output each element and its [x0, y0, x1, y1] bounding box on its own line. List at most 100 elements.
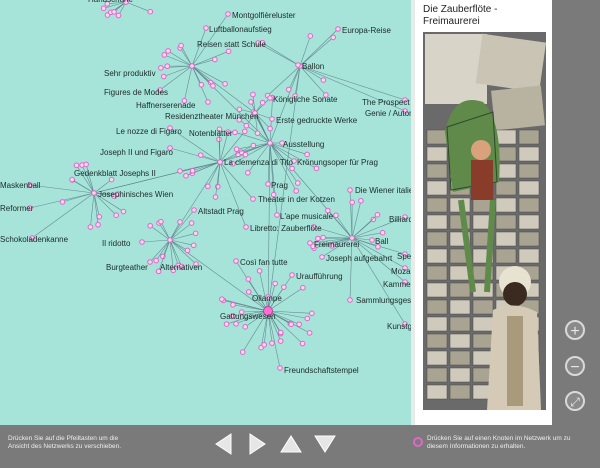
network-node[interactable]: [238, 309, 245, 315]
network-node[interactable]: [265, 294, 271, 300]
network-node[interactable]: [189, 63, 195, 69]
network-node[interactable]: [402, 97, 408, 103]
network-node[interactable]: [323, 92, 329, 98]
network-node[interactable]: [293, 188, 299, 194]
network-node[interactable]: [291, 158, 297, 164]
network-node[interactable]: [177, 219, 183, 225]
node-label[interactable]: Reformer: [0, 204, 34, 213]
network-node[interactable]: [229, 160, 236, 167]
network-node[interactable]: [212, 56, 218, 63]
network-node[interactable]: [239, 349, 246, 355]
network-node[interactable]: [375, 243, 381, 250]
network-node[interactable]: [281, 284, 287, 290]
network-node[interactable]: [167, 145, 173, 151]
node-label[interactable]: Libretto: Zauberflöte: [250, 224, 322, 233]
network-node[interactable]: [100, 5, 107, 12]
node-label[interactable]: Billiard: [389, 215, 411, 224]
network-node[interactable]: [27, 182, 33, 188]
network-node[interactable]: [252, 110, 258, 116]
network-node[interactable]: [245, 289, 252, 295]
node-label[interactable]: Alternativen: [160, 263, 203, 272]
network-node[interactable]: [233, 258, 239, 264]
network-node[interactable]: [402, 321, 408, 327]
network-node[interactable]: [198, 81, 205, 88]
network-node[interactable]: [95, 221, 101, 228]
network-node[interactable]: [167, 125, 173, 131]
node-label[interactable]: La clemenza di Tito: [224, 158, 293, 167]
pan-up-button[interactable]: [278, 431, 304, 457]
node-label[interactable]: Kammermu: [383, 280, 411, 289]
pan-down-button[interactable]: [312, 431, 338, 457]
node-label[interactable]: Joseph aufgebahrt: [326, 254, 393, 263]
node-label[interactable]: Reisen statt Schule: [197, 40, 266, 49]
fit-view-button[interactable]: ⤢: [565, 391, 585, 411]
network-node[interactable]: [197, 152, 204, 158]
network-node[interactable]: [184, 247, 191, 254]
network-node[interactable]: [300, 284, 306, 291]
node-label[interactable]: Schokoladenkanne: [0, 235, 69, 244]
network-node[interactable]: [292, 93, 298, 99]
network-node[interactable]: [265, 181, 271, 187]
network-node[interactable]: [192, 230, 199, 237]
network-node[interactable]: [236, 116, 243, 123]
network-node[interactable]: [73, 162, 80, 169]
node-label[interactable]: Europa-Reise: [342, 26, 391, 35]
network-node[interactable]: [313, 165, 320, 172]
network-node[interactable]: [277, 329, 284, 336]
network-node[interactable]: [272, 280, 278, 287]
network-node[interactable]: [310, 243, 316, 250]
network-node[interactable]: [349, 199, 355, 206]
network-node[interactable]: [216, 126, 223, 132]
node-label[interactable]: Kunstgel: [387, 322, 411, 331]
network-node[interactable]: [304, 151, 310, 158]
node-label[interactable]: Burgteather: [106, 263, 148, 272]
node-label[interactable]: Notenblätter: [189, 129, 233, 138]
network-node[interactable]: [296, 321, 302, 328]
node-label[interactable]: Altstadt Prag: [198, 207, 244, 216]
node-label[interactable]: Il ridotto: [102, 239, 131, 248]
network-node[interactable]: [205, 99, 211, 105]
network-node[interactable]: [233, 320, 239, 327]
network-node[interactable]: [309, 310, 315, 317]
node-label[interactable]: Prag: [271, 181, 288, 190]
network-node[interactable]: [374, 212, 381, 218]
network-node[interactable]: [243, 122, 250, 129]
node-label[interactable]: Josephinisches Wien: [98, 190, 174, 199]
network-node[interactable]: [115, 12, 122, 19]
node-label[interactable]: Gedenkblatt Josephs II: [74, 169, 156, 178]
node-label[interactable]: Handschuhe: [88, 0, 133, 4]
node-label[interactable]: Freimaurerei: [314, 240, 360, 249]
network-node[interactable]: [236, 106, 243, 113]
network-node[interactable]: [27, 205, 33, 211]
network-node[interactable]: [178, 263, 185, 270]
network-node[interactable]: [216, 136, 222, 143]
network-node[interactable]: [147, 8, 154, 15]
network-node[interactable]: [319, 254, 325, 260]
network-node[interactable]: [232, 129, 238, 136]
network-node[interactable]: [358, 197, 364, 204]
network-view[interactable]: HandschuheMontgolfièrelusterLuftballonau…: [0, 0, 411, 425]
node-label[interactable]: Gattungswesen: [220, 312, 276, 321]
network-node[interactable]: [304, 315, 311, 322]
network-node[interactable]: [329, 243, 335, 249]
network-node[interactable]: [104, 0, 111, 7]
network-node[interactable]: [203, 25, 209, 31]
network-node[interactable]: [402, 214, 408, 220]
network-node[interactable]: [307, 240, 313, 246]
node-label[interactable]: Le nozze di Figaro: [116, 127, 182, 136]
node-label[interactable]: Die Wiener italienische Op: [355, 186, 411, 195]
node-label[interactable]: Sammlungsgesch: [356, 296, 411, 305]
node-label[interactable]: Joseph II und Figaro: [100, 148, 173, 157]
pan-left-button[interactable]: [211, 431, 237, 457]
network-node[interactable]: [306, 330, 313, 336]
network-node[interactable]: [181, 97, 188, 104]
network-node[interactable]: [285, 86, 292, 93]
network-node[interactable]: [83, 161, 89, 168]
network-node[interactable]: [164, 63, 171, 70]
network-hub-node[interactable]: [167, 237, 173, 243]
network-node[interactable]: [160, 73, 167, 80]
network-node[interactable]: [242, 324, 249, 330]
network-node[interactable]: [108, 176, 115, 183]
network-node[interactable]: [256, 268, 263, 274]
network-node[interactable]: [330, 34, 337, 41]
